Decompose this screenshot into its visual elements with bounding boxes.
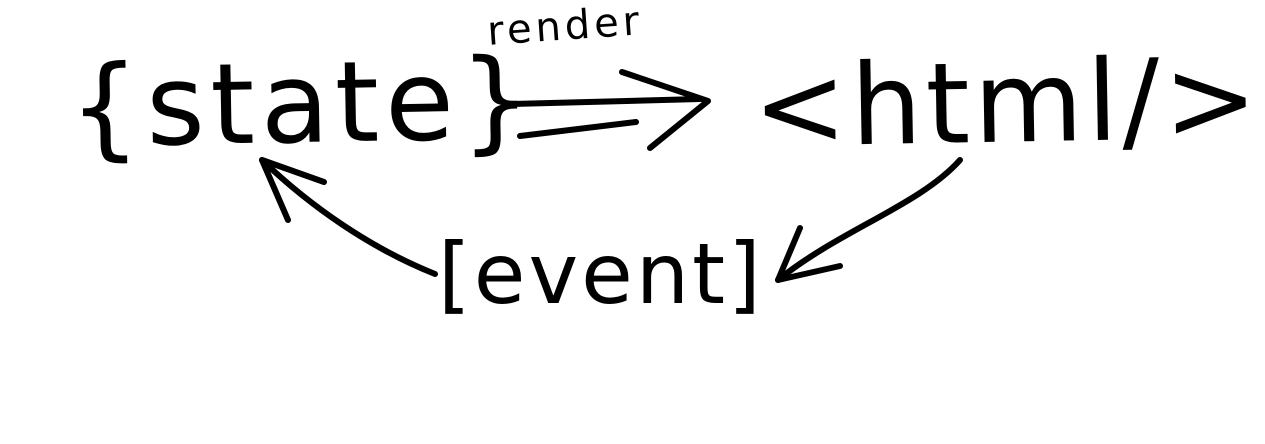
arrow-event-to-state-line: [259, 157, 438, 277]
arrow-event-to-state-head: [259, 157, 327, 223]
arrow-html-to-event-line: [775, 157, 963, 283]
double-arrow-top-line: [509, 96, 703, 107]
arrow-state-to-html: [509, 69, 711, 151]
double-arrow-head: [619, 69, 711, 151]
arrow-event-to-state: [259, 157, 438, 277]
double-arrow-bottom-line: [517, 119, 639, 139]
arrow-html-to-event-head: [775, 225, 843, 283]
arrow-html-to-event: [775, 157, 963, 283]
node-event: [event]: [438, 225, 764, 323]
